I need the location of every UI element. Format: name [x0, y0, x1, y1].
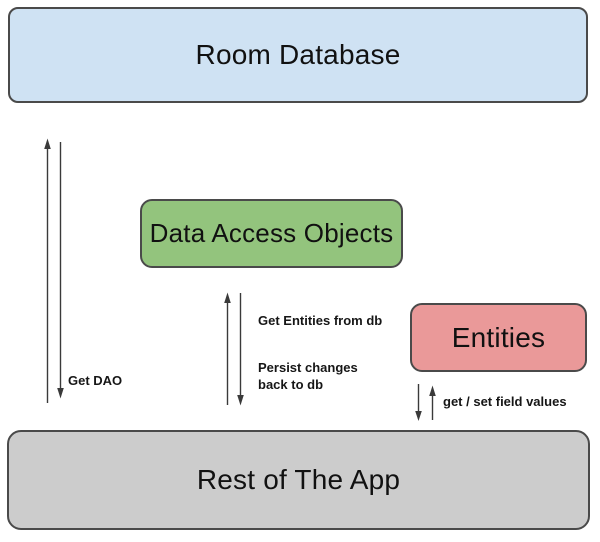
box-rest-of-app: Rest of The App [7, 430, 590, 530]
edge-label-get-dao: Get DAO [68, 373, 123, 388]
box-entities-label: Entities [451, 321, 546, 353]
box-data-access-objects-label: Data Access Objects [149, 218, 394, 248]
edge-label-get-set-field-values: get / set field values [443, 394, 567, 409]
arrow-down-from-room-database [57, 142, 64, 399]
box-rest-of-app-label: Rest of The App [196, 464, 401, 495]
box-data-access-objects: Data Access Objects [140, 199, 403, 268]
arrow-down-from-entities [415, 384, 422, 421]
arrow-down-from-dao [237, 293, 244, 406]
edge-label-persist-changes-back-to-db: Persist changes back to db [258, 360, 358, 392]
box-entities: Entities [410, 303, 587, 372]
box-room-database-label: Room Database [195, 39, 401, 70]
arrow-up-to-entities [429, 385, 436, 420]
box-room-database: Room Database [8, 7, 588, 103]
edge-label-get-entities-from-db: Get Entities from db [258, 313, 383, 328]
arrow-up-to-dao [224, 292, 231, 405]
arrow-up-to-room-database [44, 138, 51, 403]
